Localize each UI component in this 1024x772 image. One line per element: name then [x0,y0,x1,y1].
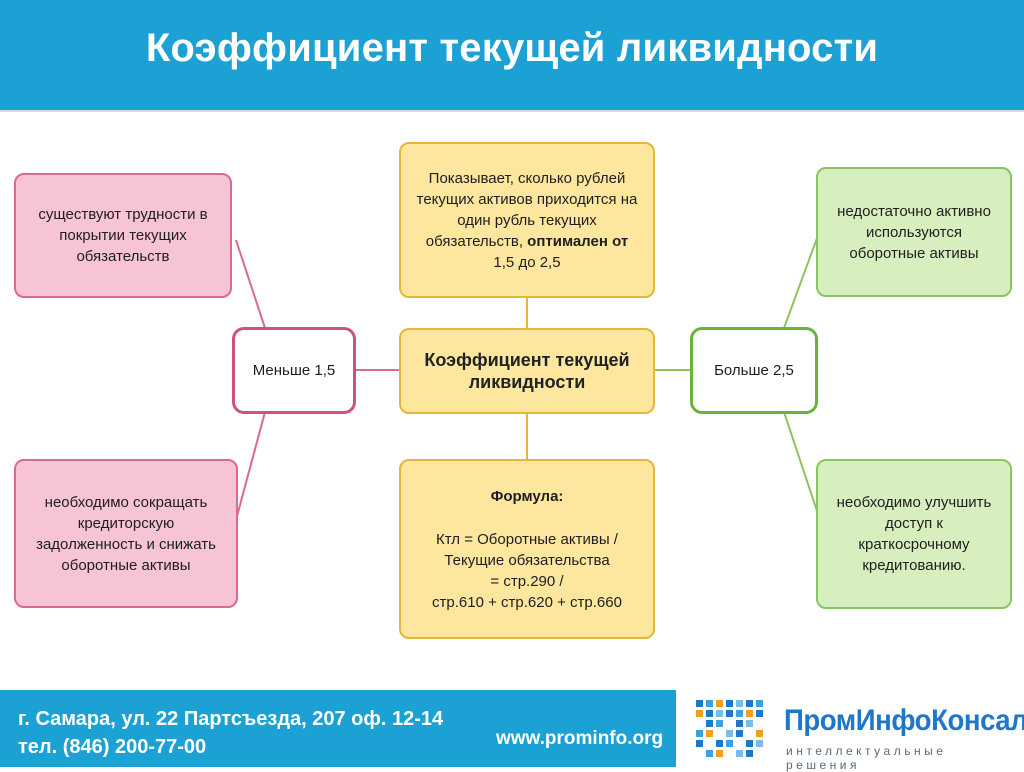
central-node-label: Коэффициент текущей ликвидности [424,350,630,392]
logo-dots-icon [696,700,763,757]
right-bottom-note: необходимо улучшить доступ к краткосрочн… [816,459,1012,609]
left-top-note-text: существуют трудности в покрытии текущих … [38,206,208,265]
description-optimal-label: оптимален от [527,232,629,250]
left-top-note: существуют трудности в покрытии текущих … [14,173,232,298]
connector-right-bottom [783,411,821,521]
central-node: Коэффициент текущей ликвидности [399,328,655,414]
header-divider [0,110,1024,112]
condition-more-node: Больше 2,5 [690,327,818,414]
footer-address: г. Самара, ул. 22 Партсъезда, 207 оф. 12… [18,708,444,730]
header-bar: Коэффициент текущей ликвидности [0,0,1024,110]
left-bottom-note-text: необходимо сокращать кредиторскую задолж… [36,493,216,574]
connector-left-top [235,239,266,329]
logo-tagline: интеллектуальные решения [786,744,947,772]
condition-less-node: Меньше 1,5 [232,327,356,414]
connector-left-bottom [235,411,266,521]
formula-heading: Формула: [490,487,564,505]
formula-text: Ктл = Оборотные активы / Текущие обязате… [432,530,622,611]
company-logo: ПромИнфоКонсалт интеллектуальные решения [676,690,1024,772]
right-top-note: недостаточно активно используются оборот… [816,167,1012,297]
left-bottom-note: необходимо сокращать кредиторскую задолж… [14,459,238,608]
condition-less-label: Меньше 1,5 [252,362,336,379]
right-bottom-note-text: необходимо улучшить доступ к краткосрочн… [836,494,992,574]
description-box: Показывает, сколько рублей текущих актив… [399,142,655,298]
description-text: Показывает, сколько рублей текущих актив… [416,169,638,250]
description-optimal-range: 1,5 до 2,5 [493,253,561,271]
right-top-note-text: недостаточно активно используются оборот… [837,202,991,262]
connector-right-top [783,229,821,329]
page-title: Коэффициент текущей ликвидности [145,26,879,70]
condition-more-label: Больше 2,5 [714,362,794,379]
footer-website-link[interactable]: www.prominfo.org [496,728,664,749]
footer-phone: тел. (846) 200-77-00 [18,736,207,758]
formula-box: Формула: Ктл = Оборотные активы / Текущи… [399,459,655,639]
logo-brand-name: ПромИнфоКонсалт [784,704,1024,737]
